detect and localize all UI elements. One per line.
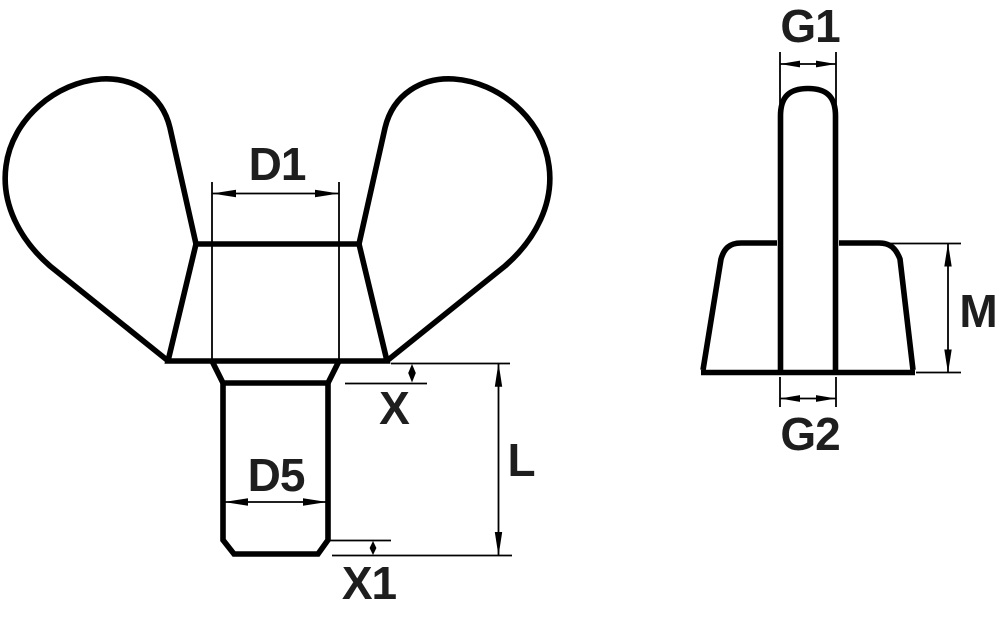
neck-chamfer-line (209, 359, 342, 386)
g1-dimension (779, 52, 837, 110)
side-view-drawing (700, 52, 961, 407)
d1-dimension (211, 182, 340, 361)
dim-label-g1: G1 (780, 0, 840, 52)
x-dimension (345, 362, 510, 385)
g2-dimension (779, 377, 837, 407)
front-view-drawing (2, 76, 553, 557)
dim-label-d1: D1 (248, 138, 307, 190)
side-body-right-outline (839, 240, 916, 371)
dim-label-l: L (507, 434, 535, 486)
m-dimension (885, 242, 961, 374)
wing-profile-outline (777, 85, 839, 372)
left-wing-outline (2, 76, 199, 363)
right-wing-outline (356, 76, 553, 363)
dim-label-x1: X1 (341, 557, 397, 609)
dim-label-d5: D5 (247, 449, 306, 501)
d5-dimension (224, 498, 327, 506)
nut-body-outline (164, 241, 391, 364)
dim-label-x: X (379, 382, 410, 434)
dim-label-g2: G2 (780, 408, 840, 460)
threaded-shaft-outline (220, 383, 331, 557)
dim-label-m: M (959, 285, 997, 337)
x1-dimension (330, 539, 391, 555)
l-dimension (332, 362, 512, 557)
side-body-left-outline (700, 240, 777, 371)
